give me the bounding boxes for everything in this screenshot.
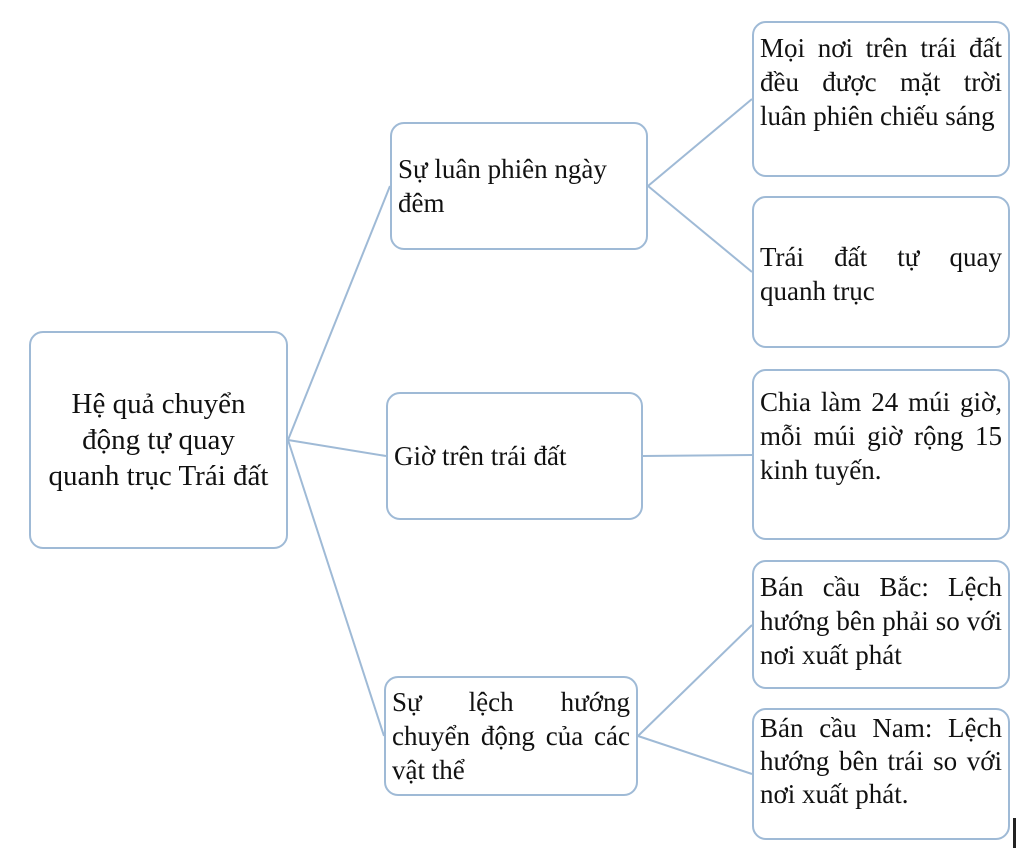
branch-label: Giờ trên trái đất: [394, 441, 567, 471]
leaf-label: Mọi nơi trên trái đất đều được mặt trời …: [760, 33, 1002, 131]
connector-branch-2-leaf-1: [642, 454, 753, 457]
leaf-node-rotation: Trái đất tự quay quanh trục: [752, 196, 1010, 348]
branch-node-day-night: Sự luân phiên ngày đêm: [390, 122, 648, 250]
branch-node-earth-time: Giờ trên trái đất: [386, 392, 643, 520]
root-label: Hệ quả chuyển động tự quay quanh trục Tr…: [48, 388, 269, 492]
connector-root-branch-1: [287, 185, 391, 441]
leaf-node-southern-hemisphere: Bán cầu Nam: Lệch hướng bên trái so với …: [752, 708, 1010, 840]
connector-branch-1-leaf-2: [647, 185, 753, 273]
leaf-node-sunlight: Mọi nơi trên trái đất đều được mặt trời …: [752, 21, 1010, 177]
connector-root-branch-3: [287, 439, 385, 737]
edge-mark: [1013, 818, 1016, 848]
connector-root-branch-2: [287, 439, 387, 457]
branch-label: Sự luân phiên ngày đêm: [398, 154, 607, 218]
leaf-label: Chia làm 24 múi giờ, mỗi múi giờ rộng 15…: [760, 387, 1002, 485]
connector-branch-3-leaf-1: [637, 624, 753, 737]
root-node: Hệ quả chuyển động tự quay quanh trục Tr…: [29, 331, 288, 549]
leaf-label: Bán cầu Nam: Lệch hướng bên trái so với …: [760, 713, 1002, 809]
leaf-node-time-zones: Chia làm 24 múi giờ, mỗi múi giờ rộng 15…: [752, 369, 1010, 540]
leaf-node-northern-hemisphere: Bán cầu Bắc: Lệch hướng bên phải so với …: [752, 560, 1010, 689]
leaf-label: Bán cầu Bắc: Lệch hướng bên phải so với …: [760, 572, 1002, 670]
branch-label: Sự lệch hướng chuyển động của các vật th…: [392, 687, 630, 785]
branch-node-deflection: Sự lệch hướng chuyển động của các vật th…: [384, 676, 638, 796]
connector-branch-1-leaf-1: [647, 98, 753, 187]
leaf-label: Trái đất tự quay quanh trục: [760, 242, 1002, 306]
connector-branch-3-leaf-2: [637, 735, 753, 775]
